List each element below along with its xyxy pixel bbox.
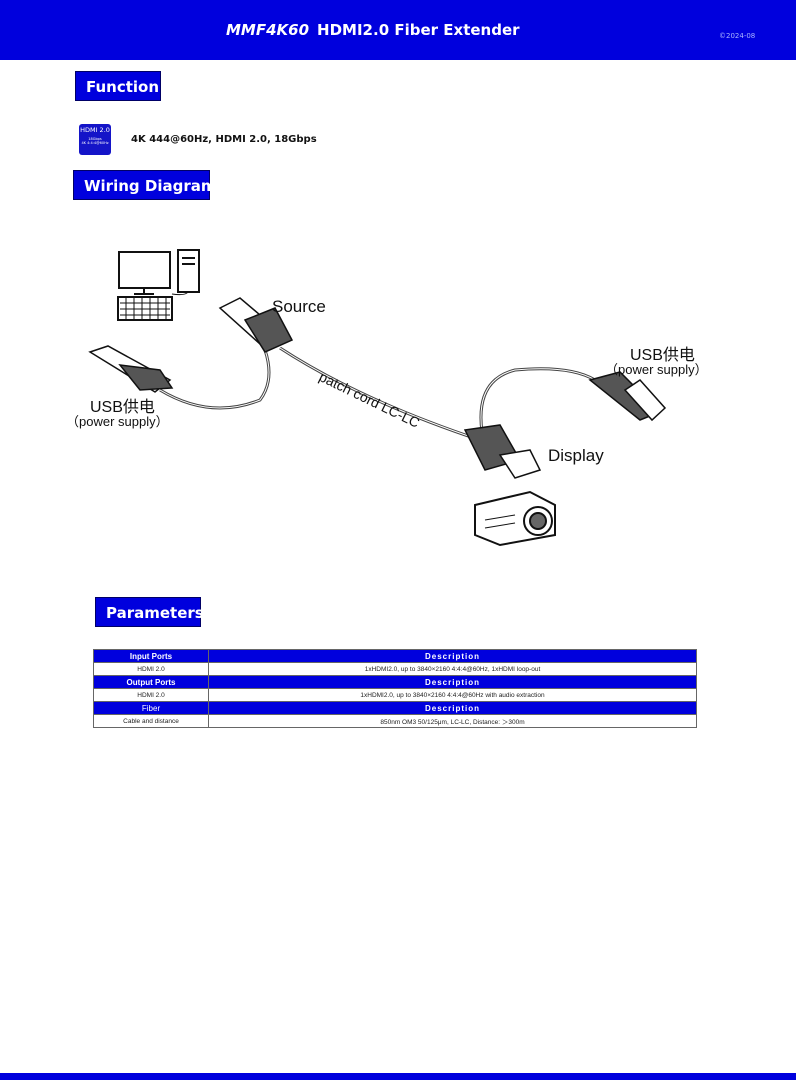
badge-text: HDMI 2.0 <box>80 126 110 134</box>
display-label: Display <box>548 446 604 465</box>
page-footer-bar <box>0 1073 796 1080</box>
model-name: MMF4K60 <box>226 21 310 39</box>
usb-connector-right-icon <box>588 371 667 422</box>
power-supply-left-label: （power supply） <box>66 414 169 429</box>
usb-power-right-label: USB供电 <box>630 346 695 364</box>
param-name: HDMI 2.0 <box>93 688 209 702</box>
fiber-header: Fiber <box>93 701 209 715</box>
usb-power-left-label: USB供电 <box>90 398 155 416</box>
table-row: HDMI 2.0 1xHDMI2.0, up to 3840×2160 4:4:… <box>93 688 697 702</box>
param-desc: 1xHDMI2.0, up to 3840×2160 4:4:4@60Hz, 1… <box>208 662 697 676</box>
source-label: Source <box>272 297 326 316</box>
product-name: HDMI2.0 Fiber Extender <box>317 21 520 39</box>
usb-cable-right <box>479 367 596 433</box>
badge-subtext: 18Gbps <box>88 137 102 141</box>
revision-date: ©2024-08 <box>719 32 756 40</box>
function-description: 4K 444@60Hz, HDMI 2.0, 18Gbps <box>131 134 317 145</box>
output-ports-header: Output Ports <box>93 675 209 689</box>
computer-icon <box>117 249 200 321</box>
wiring-diagram: Source Display patch cord LC-LC USB供电 （p… <box>66 249 708 547</box>
source-connector-icon <box>218 297 294 353</box>
badge-subtext-2: 4K 4:4:4@60Hz <box>81 141 109 145</box>
hdmi-logo-icon: HDMI 2.0 18Gbps 4K 4:4:4@60Hz <box>79 124 111 155</box>
table-header-row: Input Ports Description <box>93 649 697 663</box>
parameters-table: Input Ports Description HDMI 2.0 1xHDMI2… <box>93 649 697 728</box>
usb-connector-left-icon <box>88 345 174 393</box>
page-title: MMF4K60 HDMI2.0 Fiber Extender <box>226 21 520 39</box>
param-desc: 1xHDMI2.0, up to 3840×2160 4:4:4@60Hz wi… <box>208 688 697 702</box>
table-row: Cable and distance 850nm OM3 50/125μm, L… <box>93 714 697 728</box>
table-header-row: Output Ports Description <box>93 675 697 689</box>
function-section-title: Function <box>75 71 161 101</box>
param-name: Cable and distance <box>93 714 209 728</box>
power-supply-right-label: （power supply） <box>605 362 708 377</box>
projector-icon <box>474 490 556 547</box>
description-header: Description <box>208 701 697 715</box>
param-desc: 850nm OM3 50/125μm, LC-LC, Distance: ＞30… <box>208 714 697 728</box>
parameters-section-title: Parameters <box>95 597 204 627</box>
fiber-cable <box>279 346 481 442</box>
wiring-section-title: Wiring Diagram <box>73 170 216 200</box>
patch-cord-label: patch cord LC-LC <box>317 368 423 430</box>
page-header: MMF4K60 HDMI2.0 Fiber Extender ©2024-08 <box>0 0 796 60</box>
input-ports-header: Input Ports <box>93 649 209 663</box>
description-header: Description <box>208 649 697 663</box>
usb-cable-left <box>159 349 271 410</box>
table-row: HDMI 2.0 1xHDMI2.0, up to 3840×2160 4:4:… <box>93 662 697 676</box>
description-header: Description <box>208 675 697 689</box>
table-header-row: Fiber Description <box>93 701 697 715</box>
display-connector-icon <box>463 424 542 479</box>
param-name: HDMI 2.0 <box>93 662 209 676</box>
